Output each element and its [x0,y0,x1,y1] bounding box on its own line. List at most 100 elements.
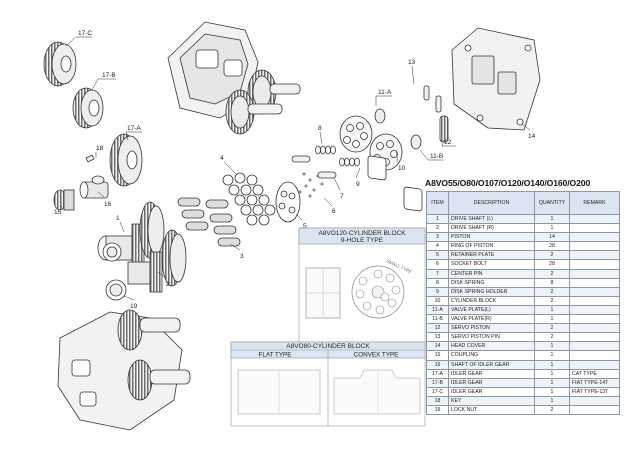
cell-remark: CAT TYPE [569,368,620,379]
cell-item: 9 [426,286,449,297]
cell-description: DISK SPRING HOLDER [448,286,535,297]
cell-remark [569,359,620,370]
cell-quantity: 2 [534,250,570,261]
cell-quantity: 1 [534,368,570,379]
center-pin-7 [291,155,337,179]
label-14: 14 [528,133,536,140]
pump-housing-top [167,21,301,135]
cell-item: 14 [426,341,449,352]
parts-table-header-row: ITEM DESCRIPTION QUANTITY REMARK [426,191,620,215]
idler-gear-17b [72,87,104,129]
cell-remark [569,332,620,343]
label-9: 9 [356,181,360,188]
header-quantity: QUANTITY [534,191,570,215]
cell-quantity: 14 [534,232,570,243]
socket-bolts-6 [298,172,324,198]
cell-remark [569,286,620,297]
cell-item: 17-B [426,377,449,388]
idler-gear-17a [109,133,143,187]
disk-springs-8 [315,145,360,167]
cell-quantity: 1 [534,386,570,397]
cell-item: 3 [426,232,449,243]
label-19: 19 [130,303,138,310]
cell-item: 16 [426,359,449,370]
cell-item: 4 [426,241,449,252]
cell-item: 5 [426,250,449,261]
cell-item: 17-A [426,368,449,379]
cell-description: CENTER PIN [448,268,535,279]
label-6: 6 [332,208,336,215]
coupling-15 [91,175,105,185]
cell-description: RETAINER PLATE [448,250,535,261]
cell-description: KEY [448,395,535,406]
cell-remark [569,314,620,325]
label-3: 3 [240,253,244,260]
cell-remark: FIAT TYPE-13T [569,386,620,397]
label-1: 1 [116,215,120,222]
label-5: 5 [303,223,307,230]
cell-item: 11-A [426,304,449,316]
cell-item: 1 [426,213,449,225]
box-a8vo80: A8VO80-CYLINDER BLOCK FLAT TYPE CONVEX T… [230,341,426,427]
cell-remark [569,213,620,225]
valve-plate-11b [403,134,423,212]
retainer-plate-5 [275,181,301,223]
valve-plate-11a [367,108,387,181]
drive-shaft-right-2 [127,229,187,293]
cell-remark [569,341,620,352]
cell-quantity: 1 [534,341,570,352]
cell-description: IDLER GEAR [448,386,535,397]
cell-description: SERVO PISTON [448,323,535,334]
leader-lines [59,36,531,301]
label-8: 8 [318,125,322,132]
cell-item: 11-B [426,314,449,325]
label-4: 4 [220,155,224,162]
header-item: ITEM [426,191,449,215]
header-description: DESCRIPTION [448,191,535,215]
cell-remark: FIAT TYPE-14T [569,377,620,388]
cell-quantity: 28 [534,241,570,252]
cell-item: 10 [426,295,449,306]
key-18 [85,154,95,163]
label-17c: 17-C [78,30,92,37]
box80-title: A8VO80-CYLINDER BLOCK [286,343,370,350]
cell-description: DRIVE SHAFT (R) [448,223,535,234]
cell-remark [569,323,620,334]
cell-quantity: 1 [534,395,570,406]
shaft-idler-gear-16 [53,181,109,211]
cell-item: 17-C [426,386,449,397]
cell-remark [569,350,620,361]
cell-description: COUPLING [448,350,535,361]
servo-piston-pin-13 [423,85,442,113]
box-a8vo120: A8VO120-CYLINDER BLOCK 9-HOLE TYPE SMALL… [298,227,426,347]
lock-nut-19 [102,242,127,301]
label-18: 18 [96,145,104,152]
box80-convex-label: CONVEX TYPE [354,352,399,359]
label-16: 16 [104,201,112,208]
cell-remark [569,232,620,243]
cell-item: 6 [426,259,449,270]
cell-remark [569,304,620,316]
box120-subtitle: 9-HOLE TYPE [341,237,384,244]
cell-item: 8 [426,277,449,288]
cell-remark [569,277,620,288]
